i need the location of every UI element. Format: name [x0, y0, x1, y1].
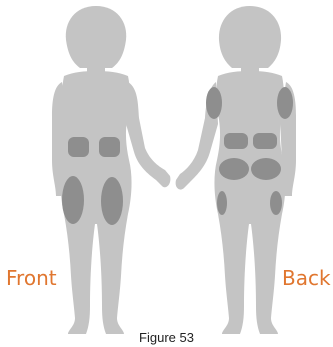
back-thigh-right-site: [270, 191, 282, 215]
front-body-figure: [52, 6, 170, 334]
back-thigh-left-site: [217, 191, 227, 215]
front-abdomen-right-site: [99, 137, 120, 157]
front-label: Front: [6, 268, 57, 288]
back-upper-buttock-right-site: [253, 133, 277, 149]
front-abdomen-left-site: [68, 137, 89, 157]
front-right-arm: [126, 82, 170, 187]
front-thigh-right-site: [101, 177, 123, 225]
back-head: [219, 6, 281, 68]
front-thigh-left-site: [62, 176, 84, 224]
back-buttock-left-site: [219, 158, 249, 180]
front-head: [66, 6, 126, 68]
figure-caption: Figure 53: [0, 330, 333, 345]
back-upper-arm-right-site: [277, 87, 293, 119]
back-upper-arm-left-site: [206, 87, 222, 119]
back-upper-buttock-left-site: [224, 133, 248, 149]
back-label: Back: [282, 268, 331, 288]
back-buttock-right-site: [251, 158, 281, 180]
